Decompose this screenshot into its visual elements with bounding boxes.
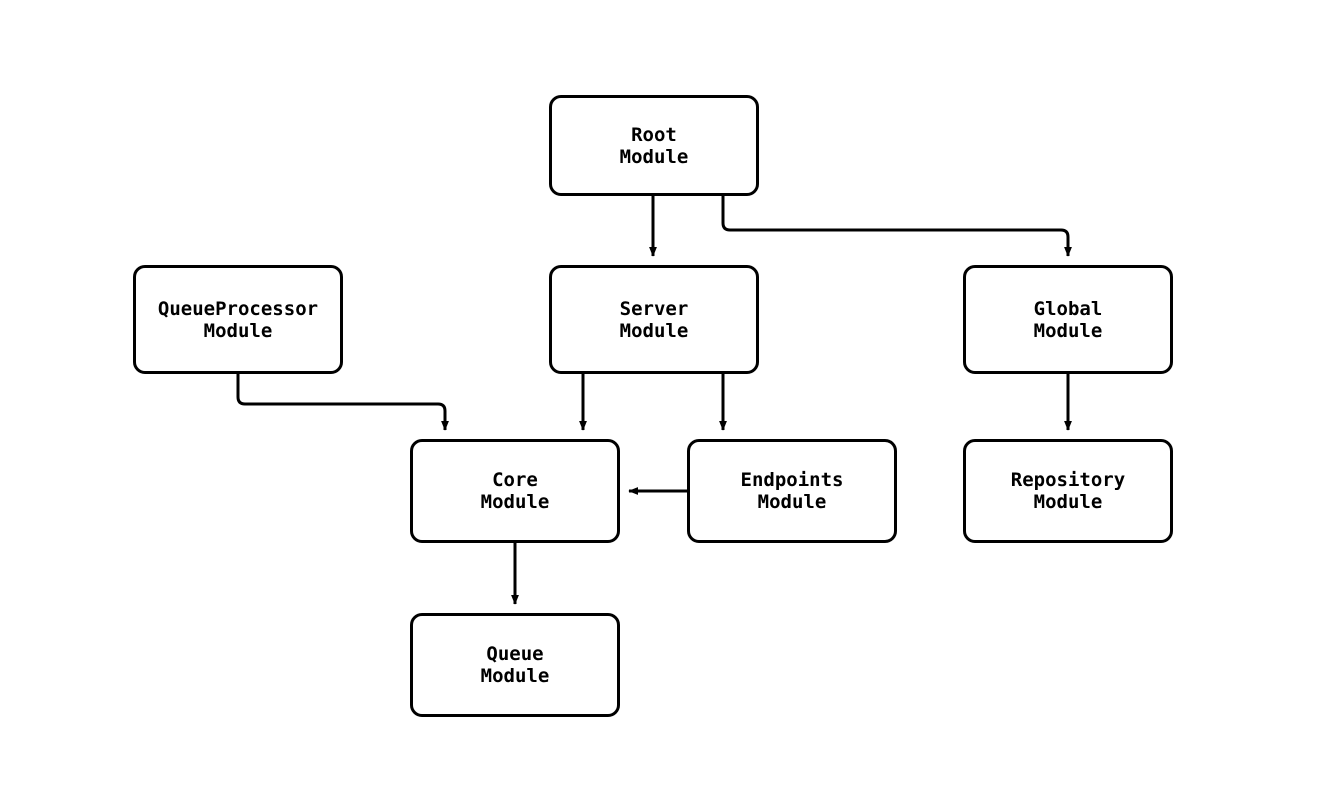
node-global-module[interactable]: Global Module — [963, 265, 1173, 374]
node-queue-module-line2: Module — [480, 665, 550, 687]
node-queueprocessor-module[interactable]: QueueProcessor Module — [133, 265, 343, 374]
node-server-module[interactable]: Server Module — [549, 265, 759, 374]
edge-queueprocessor-to-core — [236, 374, 449, 431]
node-global-module-line1: Global — [1033, 297, 1103, 320]
node-repository-module-line1: Repository — [1010, 469, 1126, 491]
node-root-module-line2: Module — [619, 145, 689, 168]
node-queueprocessor-module-line2: Module — [203, 319, 273, 342]
node-repository-module-line2: Module — [1033, 491, 1103, 513]
node-server-module-line2: Module — [619, 319, 689, 342]
node-global-module-line2: Module — [1033, 319, 1103, 342]
node-queue-module-line1: Queue — [486, 643, 544, 665]
node-server-module-line1: Server — [619, 297, 689, 320]
node-core-module-line2: Module — [480, 491, 550, 513]
node-repository-module[interactable]: Repository Module — [963, 439, 1173, 543]
edge-root-to-global — [721, 196, 1072, 257]
node-core-module[interactable]: Core Module — [410, 439, 620, 543]
node-root-module-line1: Root — [631, 123, 677, 146]
node-endpoints-module-line2: Module — [757, 491, 827, 513]
node-queue-module[interactable]: Queue Module — [410, 613, 620, 717]
node-queueprocessor-module-line1: QueueProcessor — [157, 297, 319, 320]
node-root-module[interactable]: Root Module — [549, 95, 759, 196]
node-endpoints-module[interactable]: Endpoints Module — [687, 439, 897, 543]
node-endpoints-module-line1: Endpoints — [740, 469, 844, 491]
node-core-module-line1: Core — [492, 469, 538, 491]
